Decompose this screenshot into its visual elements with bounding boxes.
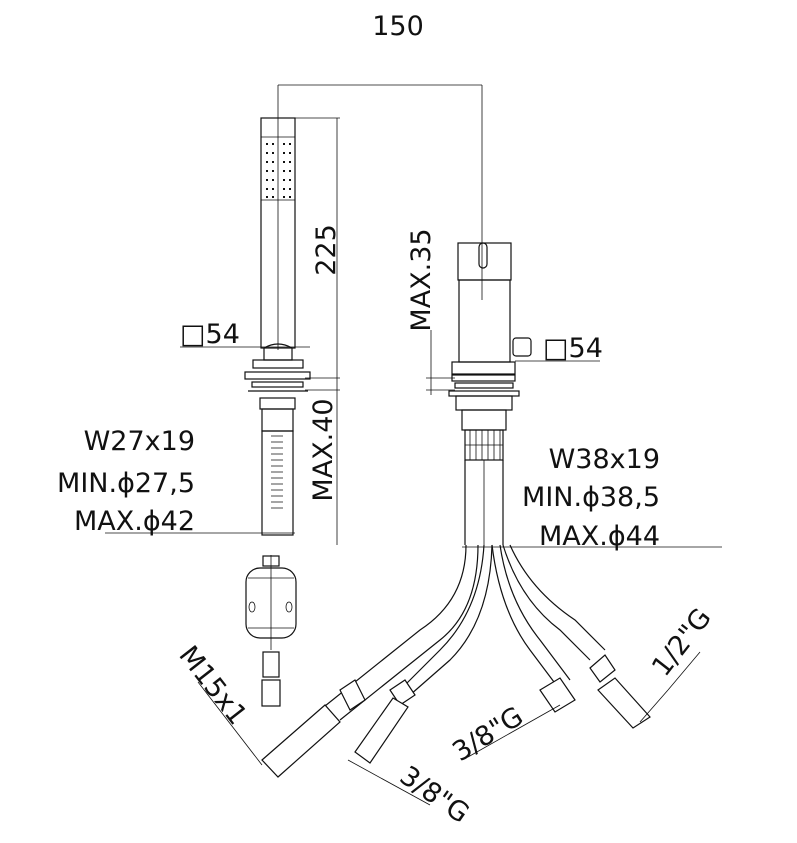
inlet-a-thread: 3/8"G: [447, 701, 529, 768]
outlet-thread: 1/2"G: [646, 603, 718, 683]
handshower-max-thickness: MAX.40: [308, 398, 339, 501]
handshower-hose-thread: M15x1: [172, 640, 252, 731]
hose-holder: [245, 555, 297, 707]
mixer-max-thickness: MAX.35: [406, 228, 437, 331]
spacing-dimension-lines: [277, 84, 483, 350]
mixer-min-hole: MIN.ϕ38,5: [522, 482, 660, 513]
handshower-wrench: W27x19: [84, 426, 195, 457]
mixer-body: [448, 242, 532, 545]
inlet-b-thread: 3/8"G: [394, 760, 475, 829]
spray-nozzles: [266, 143, 291, 198]
handshower-length-dimension: 225: [311, 224, 342, 276]
handshower-max-hole: MAX.ϕ42: [74, 506, 195, 537]
handshower-square-dimension: □54: [180, 319, 240, 350]
handshower-min-hole: MIN.ϕ27,5: [57, 468, 195, 499]
flexible-hoses: [261, 544, 651, 778]
handshower-height-lines: [295, 117, 340, 545]
mixer-square-dimension: □54: [543, 333, 603, 364]
mixer-wrench: W38x19: [549, 444, 660, 475]
hand-shower: [244, 117, 311, 536]
spacing-dimension: 150: [372, 11, 424, 42]
